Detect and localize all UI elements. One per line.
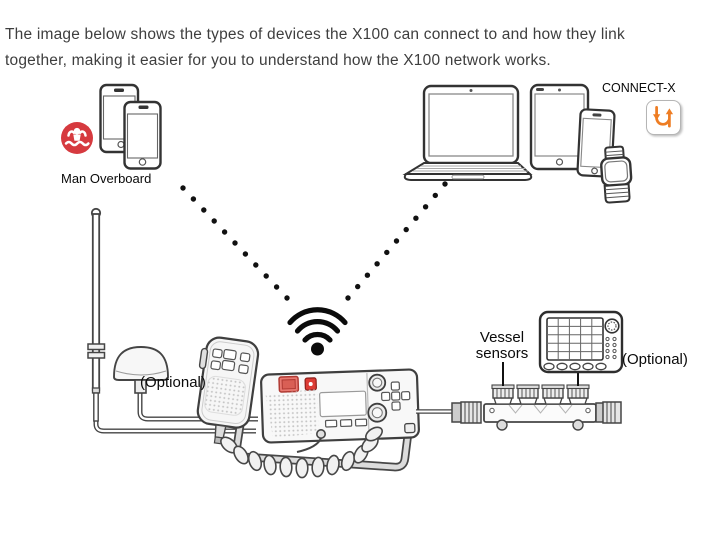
ptt-button [198, 347, 209, 370]
handset-icon [196, 336, 260, 445]
page-description: The image below shows the types of devic… [5, 25, 625, 69]
channel-knob [368, 373, 387, 392]
smartwatch-icon [600, 145, 633, 204]
smartphones-icon [99, 83, 162, 170]
gps-cable [137, 393, 258, 422]
laptop-icon [402, 84, 533, 181]
alert-button [304, 377, 317, 391]
soft-keys [324, 418, 368, 428]
wireless-link-left [180, 185, 290, 301]
wifi-icon [287, 307, 348, 356]
chartplotter-icon [538, 310, 624, 374]
optional-display-label: (Optional) [622, 351, 688, 368]
handset-grille [204, 375, 246, 416]
dpad-buttons [381, 381, 416, 434]
mic-plug [296, 428, 326, 453]
handset-buttons [210, 348, 251, 375]
volume-knob [367, 402, 388, 423]
radio-display [318, 390, 367, 418]
speaker-grille [265, 388, 319, 439]
sensor-backbone-icon [451, 384, 622, 431]
man-overboard-icon [61, 122, 93, 154]
wireless-link-right [345, 181, 448, 301]
distress-cover [278, 375, 300, 393]
coiled-cord [220, 426, 383, 479]
vhf-radio-icon [260, 368, 420, 444]
gps-antenna-icon [113, 346, 169, 394]
antenna-cable [93, 392, 256, 434]
connect-x-icon [646, 100, 681, 135]
optional-gps-label: (Optional) [140, 374, 206, 391]
vhf-antenna-icon [87, 207, 106, 422]
sensor-ports [491, 384, 590, 405]
man-overboard-label: Man Overboard [61, 171, 152, 186]
connect-x-label: CONNECT-X [602, 81, 676, 95]
vessel-sensors-label: Vessel sensors [475, 329, 529, 362]
